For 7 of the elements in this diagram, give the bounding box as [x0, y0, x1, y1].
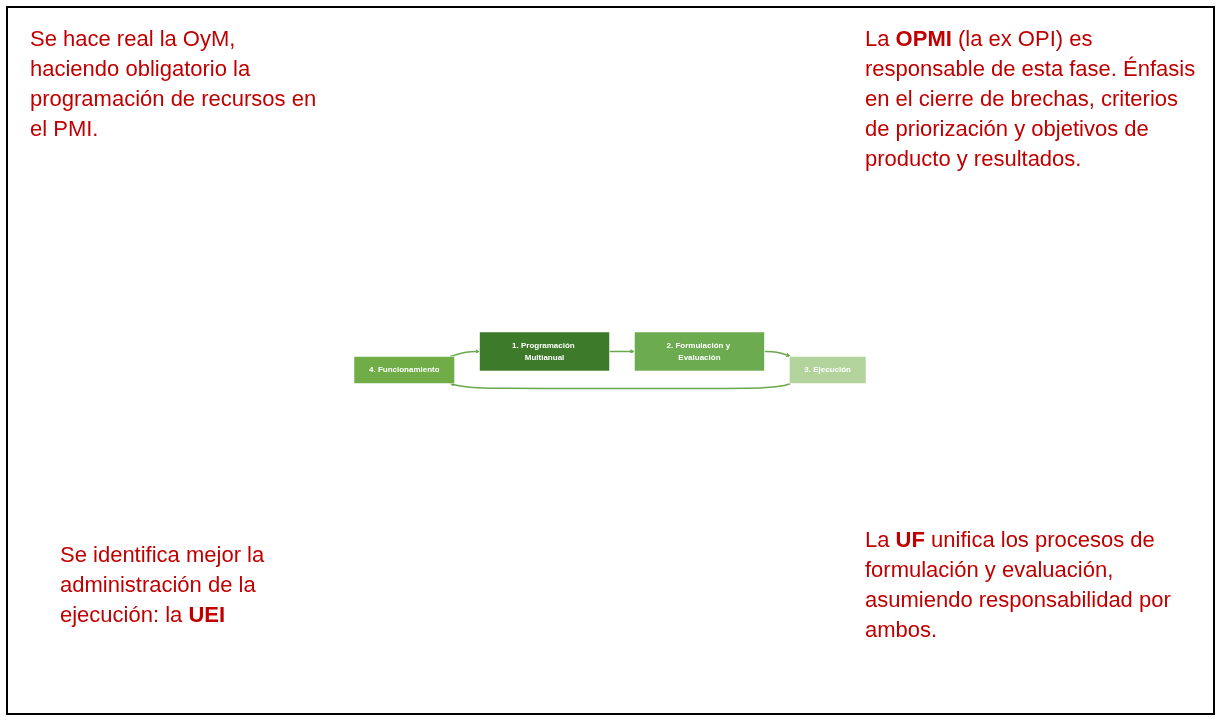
- note-text: La OPMI (la ex OPI) es responsable de esta fase. Énfasis en el cierre de brechas, criterios de priorización y objetivos de producto y resultados.: [865, 25, 1197, 173]
- arrow: [449, 382, 792, 389]
- arrow: [608, 349, 635, 354]
- note-text: Se identifica mejor la administración de la ejecución: la UEI: [60, 541, 266, 629]
- arrow: [763, 350, 791, 357]
- note-text: La UF unifica los procesos de formulación y evaluación, asumiendo responsabilidad por ambos.: [865, 526, 1172, 644]
- note-text: Se hace real la OyM, haciendo obligatorio la programación de recursos en el PMI.: [30, 25, 318, 143]
